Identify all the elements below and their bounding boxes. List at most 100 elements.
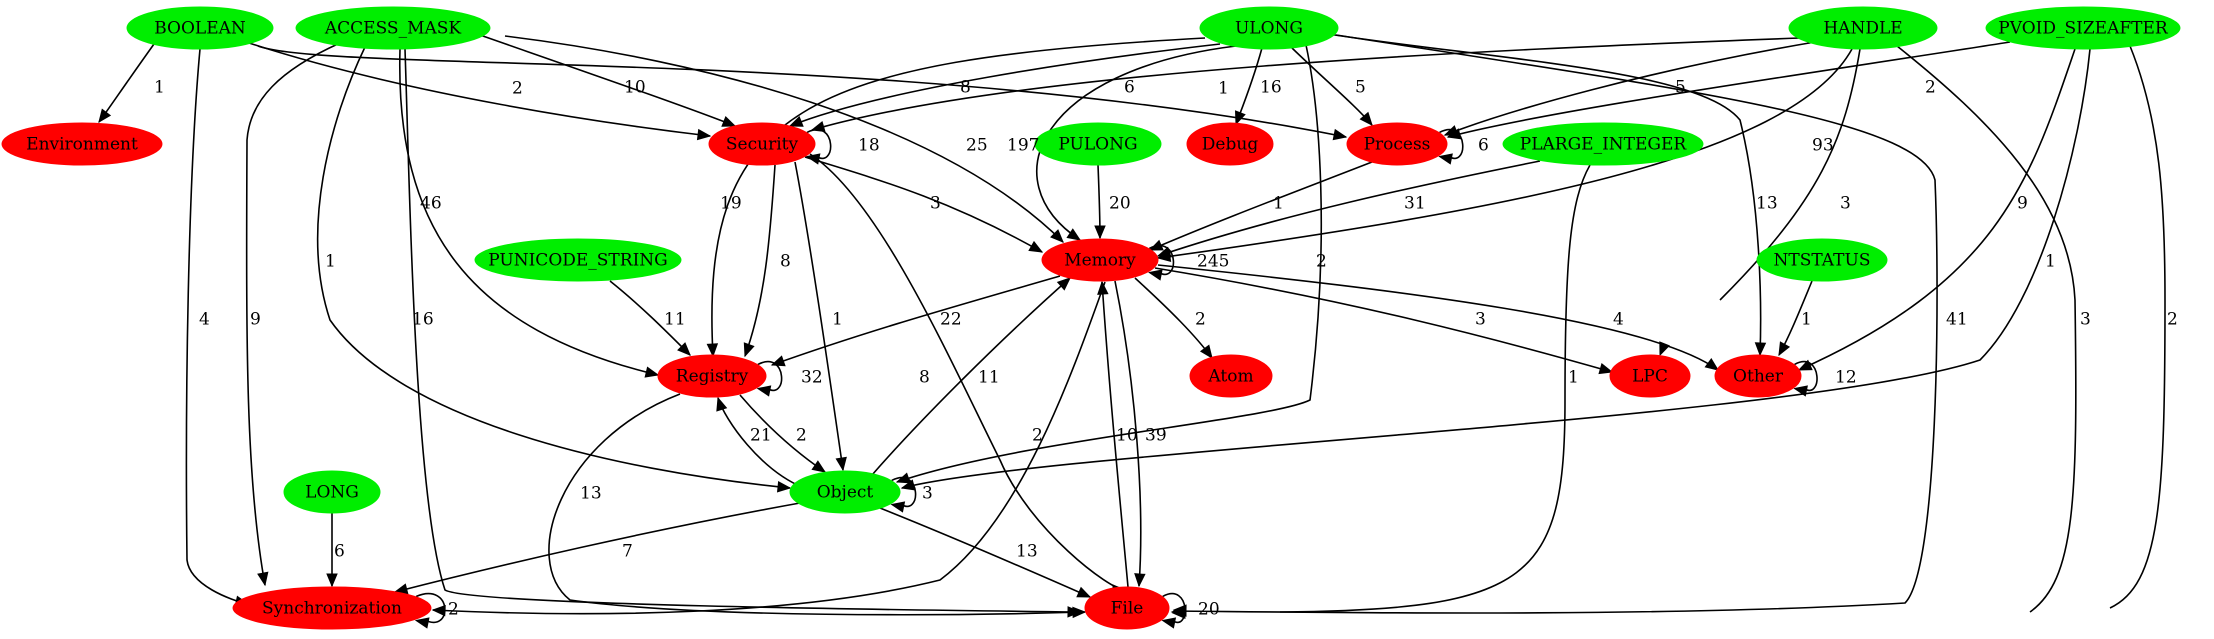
edge-file-to-memory-arrowhead	[1097, 280, 1109, 295]
node-atom[interactable]: Atom	[1189, 354, 1273, 398]
edge-pvoid-sizeafter-to-process-path	[1447, 41, 2011, 138]
node-plarge-integer-shape	[1502, 122, 1704, 166]
edge-handle-to-file-path	[1896, 45, 2077, 613]
edge-ulong-to-registry	[706, 37, 1206, 358]
edge-memory-to-lpc-label: 3	[1475, 310, 1486, 330]
node-ulong[interactable]: ULONG	[1199, 6, 1339, 50]
node-debug[interactable]: Debug	[1186, 122, 1274, 166]
edge-pulong-to-memory-arrowhead	[1094, 225, 1106, 240]
edge-other-to-other	[1793, 361, 1818, 397]
edge-plarge-integer-to-memory-label: 31	[1404, 194, 1426, 214]
edge-pvoid-sizeafter-to-file-path	[2109, 45, 2166, 609]
edge-plarge-integer-to-memory-path	[1157, 160, 1541, 257]
edge-pvoid-sizeafter-to-other-label: 9	[2017, 194, 2028, 214]
edge-security-to-security-label: 18	[858, 136, 880, 156]
edge-access-mask-to-registry-path	[399, 48, 659, 376]
edge-memory-to-lpc	[1154, 267, 1614, 375]
node-synchronization-shape	[232, 586, 432, 630]
edge-punicode-string-to-registry-arrowhead	[677, 342, 691, 356]
edge-pulong-to-memory-label: 20	[1109, 194, 1131, 214]
edge-handle-to-process-label: 5	[1675, 78, 1686, 98]
edge-memory-to-other	[1157, 264, 1720, 371]
edge-memory-to-registry-path	[771, 275, 1061, 366]
node-boolean[interactable]: BOOLEAN	[126, 6, 274, 50]
node-access-mask[interactable]: ACCESS_MASK	[295, 6, 491, 50]
edge-access-mask-to-object-arrowhead	[776, 481, 792, 493]
edge-access-mask-to-file-path	[404, 48, 1081, 613]
edge-punicode-string-to-registry	[609, 280, 691, 356]
node-memory-shape	[1041, 238, 1159, 282]
edge-plarge-integer-to-memory-arrowhead	[1156, 246, 1172, 258]
edge-object-to-file-label: 13	[1016, 542, 1038, 562]
node-environment[interactable]: Environment	[1, 122, 163, 166]
edge-handle-to-security-path	[811, 37, 1801, 131]
edge-security-to-memory	[804, 156, 1044, 253]
node-synchronization[interactable]: Synchronization	[232, 586, 432, 630]
edge-access-mask-to-object	[316, 46, 792, 493]
node-long[interactable]: LONG	[283, 470, 381, 514]
edge-boolean-to-process	[257, 45, 1348, 141]
edge-long-to-synchronization	[326, 513, 338, 588]
node-pvoid-sizeafter[interactable]: PVOID_SIZEAFTER	[1985, 6, 2181, 50]
node-ulong-shape	[1199, 6, 1339, 50]
edge-memory-to-synchronization-label: 2	[1032, 426, 1043, 446]
edge-object-to-memory-label: 11	[978, 368, 1000, 388]
edge-ulong-to-object-path	[896, 44, 1323, 483]
edge-boolean-to-environment-arrowhead	[98, 108, 112, 124]
edge-object-to-object-path	[891, 477, 917, 507]
edge-file-to-memory	[1097, 280, 1129, 588]
edge-process-to-process-label: 6	[1478, 136, 1489, 156]
node-file-label: File	[1111, 599, 1144, 619]
edge-memory-to-lpc-path	[1154, 267, 1613, 373]
edge-ulong-to-debug-label: 16	[1260, 78, 1282, 98]
edge-ntstatus-to-other-label: 1	[1801, 310, 1812, 330]
edge-boolean-to-security-label: 2	[512, 79, 523, 99]
node-plarge-integer[interactable]: PLARGE_INTEGER	[1502, 122, 1704, 166]
edge-ulong-to-other-label: 13	[1756, 194, 1778, 214]
edge-pvoid-sizeafter-to-file-label: 2	[2167, 310, 2178, 330]
edge-memory-to-synchronization-path	[432, 281, 1106, 615]
node-file-shape	[1084, 586, 1170, 630]
edge-boolean-to-environment	[98, 43, 155, 124]
edge-memory-to-memory-path	[1148, 245, 1175, 275]
edge-memory-to-other-arrowhead	[1704, 357, 1720, 371]
node-process[interactable]: Process	[1346, 122, 1448, 166]
edge-boolean-to-process-path	[257, 45, 1347, 138]
node-punicode-string[interactable]: PUNICODE_STRING	[474, 238, 682, 282]
node-object[interactable]: Object	[789, 470, 901, 514]
edge-memory-to-memory	[1148, 245, 1175, 281]
node-ntstatus-label: NTSTATUS	[1774, 251, 1871, 271]
edge-access-mask-to-synchronization-arrowhead	[257, 571, 269, 587]
node-ntstatus[interactable]: NTSTATUS	[1756, 238, 1888, 282]
edge-plarge-integer-to-memory	[1156, 160, 1541, 258]
edge-synchronization-to-synchronization	[414, 593, 446, 629]
node-lpc[interactable]: LPC	[1609, 354, 1691, 398]
node-other[interactable]: Other	[1714, 354, 1802, 398]
edge-access-mask-to-memory	[504, 35, 1064, 243]
edge-process-to-memory-label: 1	[1273, 194, 1284, 214]
edge-boolean-to-environment-path	[98, 43, 155, 123]
edge-security-to-security-path	[806, 129, 832, 159]
node-memory[interactable]: Memory	[1041, 238, 1159, 282]
edge-access-mask-to-file-label: 16	[412, 310, 434, 330]
edge-memory-to-file-path	[1114, 280, 1142, 587]
node-long-label: LONG	[305, 483, 359, 503]
edge-process-to-process-arrowhead	[1438, 153, 1453, 165]
node-handle[interactable]: HANDLE	[1788, 6, 1938, 50]
edge-file-to-file-path	[1162, 593, 1186, 623]
edge-ulong-to-registry-arrowhead	[706, 343, 719, 358]
edge-access-mask-to-synchronization	[245, 42, 341, 587]
node-access-mask-label: ACCESS_MASK	[324, 19, 462, 39]
node-file[interactable]: File	[1084, 586, 1170, 630]
node-pulong[interactable]: PULONG	[1034, 122, 1162, 166]
edge-boolean-to-security	[245, 41, 712, 141]
node-punicode-string-shape	[474, 238, 682, 282]
node-registry[interactable]: Registry	[657, 354, 767, 398]
edge-memory-to-memory-label: 245	[1197, 252, 1229, 272]
node-security[interactable]: Security	[708, 122, 816, 166]
edge-security-to-memory-arrowhead	[1028, 240, 1044, 253]
node-security-shape	[708, 122, 816, 166]
node-pulong-label: PULONG	[1058, 135, 1137, 155]
edge-file-to-memory-label: 10	[1116, 426, 1138, 446]
node-lpc-label: LPC	[1632, 367, 1668, 387]
